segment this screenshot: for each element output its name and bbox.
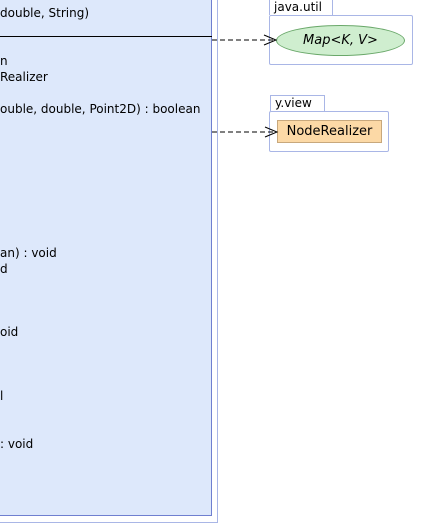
class-member: oid bbox=[0, 325, 19, 339]
class-label: NodeRealizer bbox=[286, 124, 373, 139]
class-member: Realizer bbox=[0, 70, 48, 84]
package-name: y.view bbox=[275, 96, 312, 110]
interface-label: Map<K, V> bbox=[303, 33, 378, 48]
class-member: n bbox=[0, 54, 8, 68]
class-member: d bbox=[0, 262, 8, 276]
class-node-noderealizer[interactable]: NodeRealizer bbox=[277, 120, 382, 143]
dependency-arrow-map bbox=[212, 34, 278, 46]
class-member: ouble, double, Point2D) : boolean bbox=[0, 102, 201, 116]
package-tab-y-view: y.view bbox=[270, 95, 325, 111]
compartment-separator bbox=[0, 36, 212, 37]
package-tab-java-util: java.util bbox=[269, 0, 333, 15]
interface-node-map[interactable]: Map<K, V> bbox=[276, 25, 405, 56]
dependency-arrow-noderealizer bbox=[212, 126, 279, 138]
class-box[interactable] bbox=[0, 0, 212, 516]
class-member: l bbox=[0, 389, 4, 403]
class-member: : void bbox=[0, 437, 34, 451]
class-member: an) : void bbox=[0, 246, 57, 260]
class-member: double, String) bbox=[0, 6, 90, 20]
package-name: java.util bbox=[274, 0, 322, 14]
